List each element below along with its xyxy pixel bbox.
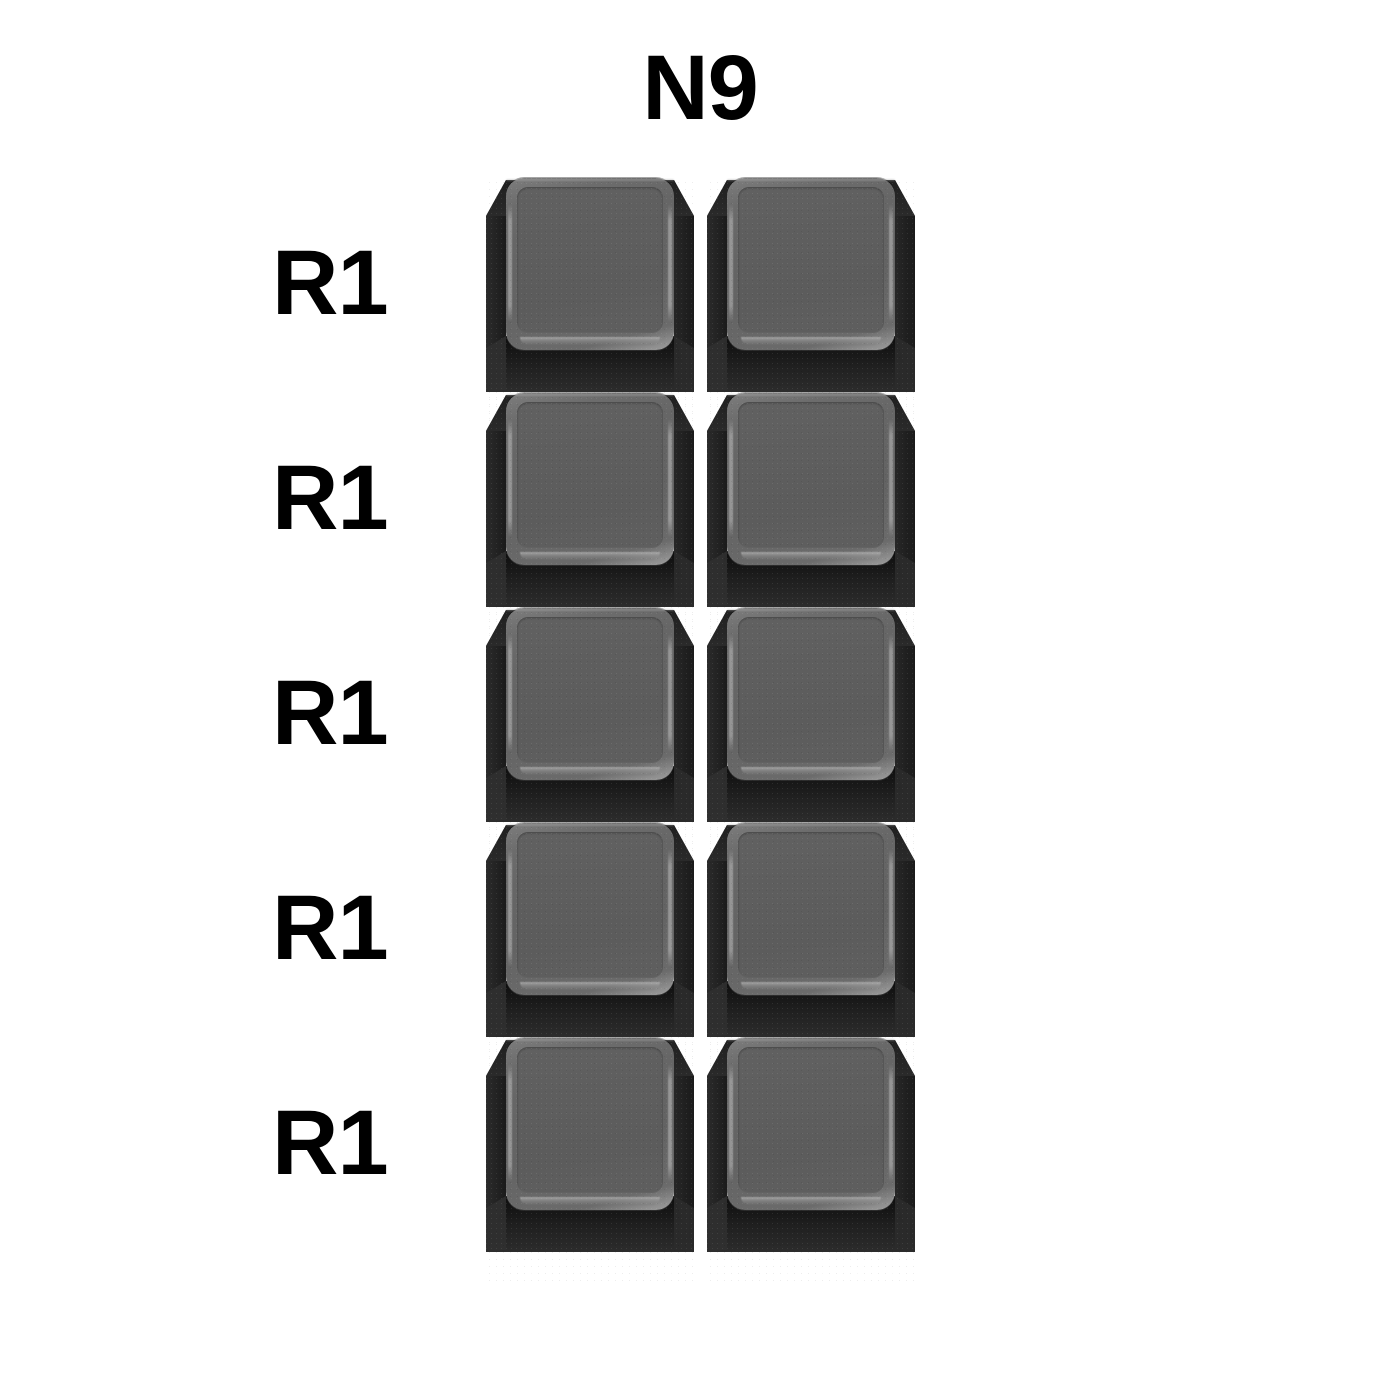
keycap-legend-face <box>738 187 884 333</box>
keycap-bottom-rim-highlight <box>520 1197 660 1205</box>
keycap-right-edge-highlight <box>668 204 672 322</box>
keycap-top-surface <box>727 178 895 350</box>
keycap-legend-face <box>738 402 884 548</box>
keycap-right-edge-highlight <box>668 419 672 537</box>
keycap-left-edge-highlight <box>508 1064 512 1182</box>
keycap-top-rim <box>506 1039 674 1042</box>
keycap-top-rim <box>727 394 895 397</box>
keycap-top-rim <box>506 609 674 612</box>
keycap-legend-face <box>517 187 663 333</box>
keycap-right-edge-highlight <box>889 204 893 322</box>
keycap-top-surface <box>506 393 674 565</box>
keycap-left-edge-highlight <box>508 419 512 537</box>
keycap-bottom-rim-highlight <box>741 337 881 345</box>
keycap-right-edge-highlight <box>889 634 893 752</box>
keycap[interactable] <box>484 1036 696 1286</box>
keycap-left-edge-highlight <box>508 849 512 967</box>
keycap-top-surface <box>506 823 674 995</box>
keycap[interactable] <box>484 821 696 1071</box>
keycap-left-edge-highlight <box>729 634 733 752</box>
keycap-left-edge-highlight <box>729 1064 733 1182</box>
keycap-top-rim <box>727 609 895 612</box>
keycap-left-edge-highlight <box>729 419 733 537</box>
keycap[interactable] <box>705 606 917 856</box>
keycap-right-edge-highlight <box>668 849 672 967</box>
keycap-legend-face <box>517 832 663 978</box>
keycap-top-surface <box>506 1038 674 1210</box>
keycap-left-edge-highlight <box>508 634 512 752</box>
keycap-top-surface <box>727 608 895 780</box>
keycap-left-edge-highlight <box>729 849 733 967</box>
keycap-legend-face <box>517 1047 663 1193</box>
keycap[interactable] <box>705 391 917 641</box>
keycap-top-surface <box>727 393 895 565</box>
keycap-legend-face <box>517 402 663 548</box>
keycap-right-edge-highlight <box>668 634 672 752</box>
row-label-4: R1 <box>272 877 389 979</box>
keycap-legend-face <box>738 617 884 763</box>
keycap-top-rim <box>506 824 674 827</box>
row-label-2: R1 <box>272 447 389 549</box>
keycap-right-edge-highlight <box>889 849 893 967</box>
keycap[interactable] <box>705 1036 917 1286</box>
keycap-top-rim <box>727 824 895 827</box>
row-label-1: R1 <box>272 232 389 334</box>
keycap-top-surface <box>506 178 674 350</box>
row-label-5: R1 <box>272 1092 389 1194</box>
keycap-bottom-rim-highlight <box>520 337 660 345</box>
keycap-legend-face <box>738 1047 884 1193</box>
row-label-3: R1 <box>272 662 389 764</box>
keycap-grid <box>484 176 918 1286</box>
keycap[interactable] <box>705 821 917 1071</box>
keycap-right-edge-highlight <box>668 1064 672 1182</box>
keycap-bottom-rim-highlight <box>520 982 660 990</box>
keycap[interactable] <box>705 176 917 426</box>
keycap-top-surface <box>727 1038 895 1210</box>
keycap-left-edge-highlight <box>729 204 733 322</box>
keycap-top-rim <box>506 179 674 182</box>
keycap[interactable] <box>484 391 696 641</box>
keycap-top-rim <box>727 1039 895 1042</box>
keycap-top-surface <box>727 823 895 995</box>
keycap-top-surface <box>506 608 674 780</box>
keycap-left-edge-highlight <box>508 204 512 322</box>
keycap-right-edge-highlight <box>889 1064 893 1182</box>
keycap[interactable] <box>484 606 696 856</box>
keycap-bottom-rim-highlight <box>741 767 881 775</box>
keycap-right-edge-highlight <box>889 419 893 537</box>
keycap-top-rim <box>727 179 895 182</box>
keycap-bottom-rim-highlight <box>741 982 881 990</box>
keycap-bottom-rim-highlight <box>741 1197 881 1205</box>
keycap-bottom-rim-highlight <box>741 552 881 560</box>
keycap-legend-face <box>738 832 884 978</box>
keycap-bottom-rim-highlight <box>520 552 660 560</box>
page-title: N9 <box>642 37 759 139</box>
keycap[interactable] <box>484 176 696 426</box>
keycap-legend-face <box>517 617 663 763</box>
keycap-top-rim <box>506 394 674 397</box>
keycap-bottom-rim-highlight <box>520 767 660 775</box>
